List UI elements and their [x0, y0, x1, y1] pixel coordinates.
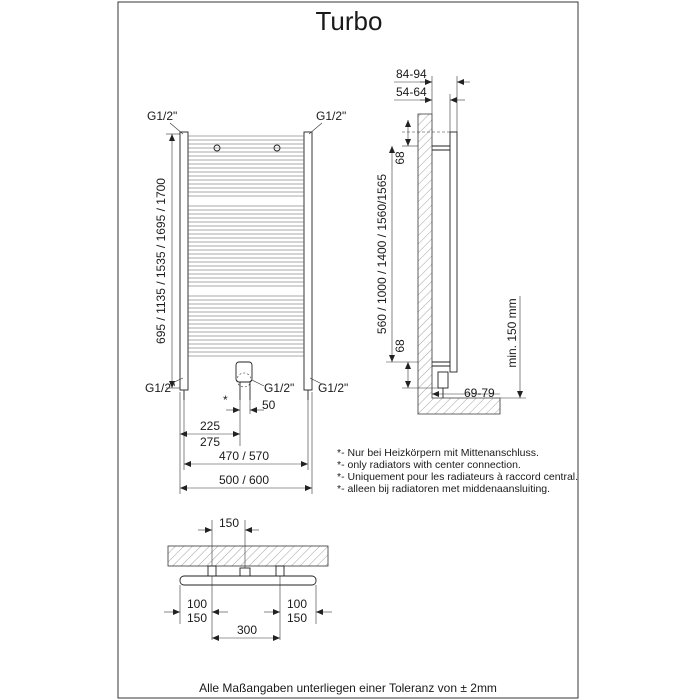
- note-line: *- alleen bij radiatoren met middenaansl…: [337, 483, 550, 495]
- dim-150-top-label: 150: [219, 516, 239, 530]
- dim-470-570-label: 470 / 570: [219, 449, 269, 463]
- dim-69-79-label: 69-79: [464, 386, 495, 400]
- side-view: 84-94 54-64 68 560 / 1000 / 1400 / 1560/…: [375, 67, 526, 415]
- dim-150-left-label: 150: [187, 611, 207, 625]
- dim-min-150-label: min. 150 mm: [505, 298, 519, 367]
- connection-label-center: G1/2": [264, 381, 294, 395]
- right-side-tube: [303, 131, 313, 391]
- height-dims-label: 695 / 1135 / 1535 / 1695 / 1700: [154, 178, 168, 344]
- drawing-frame: [117, 1, 579, 699]
- dim-68-top-label: 68: [393, 151, 407, 165]
- radiator-bars: [188, 135, 304, 357]
- top-wall-section: [167, 545, 329, 567]
- connection-label-bottom-right: G1/2": [318, 381, 348, 395]
- dim-100-left-label: 100: [187, 597, 207, 611]
- leader-top-right: [308, 122, 323, 135]
- leader-center: [251, 379, 265, 387]
- tolerance-footer: Alle Maßangaben unterliegen einer Tolera…: [199, 681, 497, 695]
- top-view: 150 100 150 100 150 300: [164, 516, 332, 641]
- dim-500-600-label: 500 / 600: [219, 473, 269, 487]
- side-height-dims-label: 560 / 1000 / 1400 / 1560/1565: [375, 174, 389, 334]
- note-line: *- Nur bei Heizkörpern mit Mittenanschlu…: [337, 447, 539, 459]
- top-bracket-right: [275, 565, 285, 577]
- leader-bottom-right: [309, 377, 323, 385]
- dim-50-label: 50: [262, 398, 276, 412]
- bottom-valve: [437, 371, 449, 389]
- notes: *- Nur bei Heizkörpern mit Mittenanschlu…: [337, 447, 578, 495]
- dim-54-64-label: 54-64: [396, 85, 427, 99]
- top-radiator-body: [179, 575, 317, 586]
- top-bracket-left: [207, 565, 217, 577]
- dim-300-label: 300: [237, 623, 257, 637]
- note-line: *- Uniquement pour les radiateurs à racc…: [337, 471, 578, 483]
- dim-100-right-label: 100: [287, 597, 307, 611]
- page-title: Turbo: [316, 6, 383, 36]
- center-marker: *: [223, 393, 228, 407]
- wall-section: [417, 113, 501, 415]
- note-line: *- only radiators with center connection…: [337, 459, 521, 471]
- left-side-tube: [179, 131, 189, 391]
- connection-label-top-left: G1/2": [147, 109, 177, 123]
- bracket-right-icon: [273, 144, 281, 152]
- connection-label-bottom-left: G1/2": [145, 381, 175, 395]
- side-tube: [449, 131, 458, 373]
- dim-84-94-label: 84-94: [396, 67, 427, 81]
- leader-top-left: [169, 122, 184, 135]
- dim-150-right-label: 150: [287, 611, 307, 625]
- connection-label-top-right: G1/2": [316, 109, 346, 123]
- bracket-left-icon: [213, 144, 221, 152]
- center-connection-valve: [235, 361, 253, 383]
- top-center-connector: [239, 567, 251, 577]
- dim-275-label: 275: [200, 435, 220, 449]
- dim-68-bottom-label: 68: [393, 339, 407, 353]
- center-connection-icon: [236, 372, 252, 388]
- dim-225-label: 225: [200, 419, 220, 433]
- front-view: G1/2" G1/2" G1/2" G1/2" G1/2" * 695 / 11…: [145, 109, 348, 494]
